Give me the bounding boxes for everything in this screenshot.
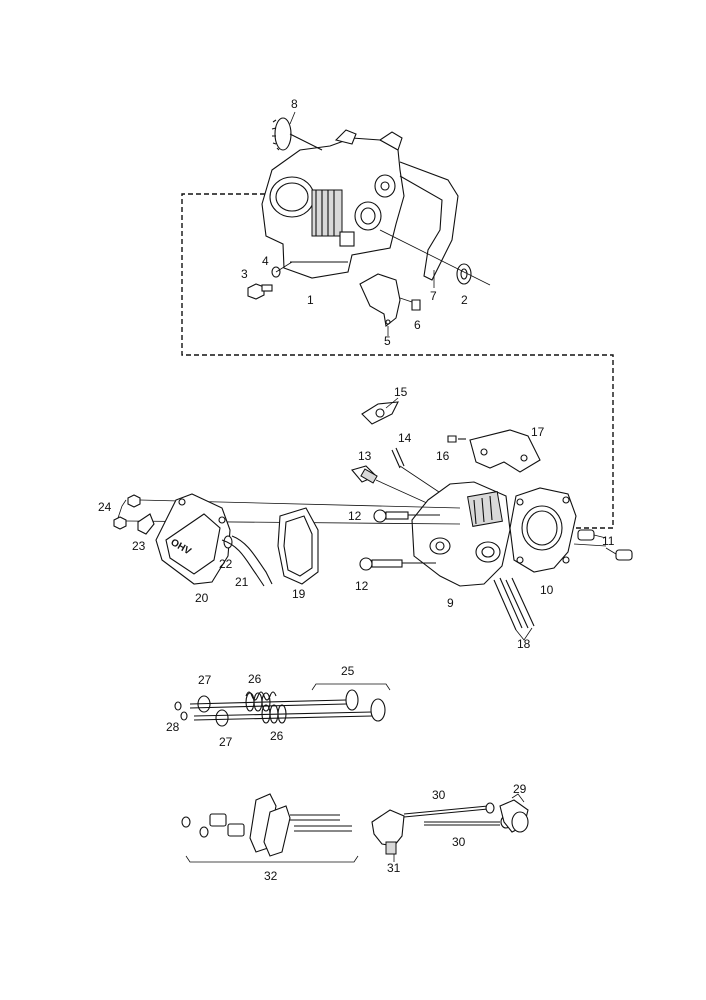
callout-32: 32 xyxy=(264,869,278,883)
callout-25: 25 xyxy=(341,664,355,678)
bolt-part-6 xyxy=(399,297,421,311)
callout-13: 13 xyxy=(358,449,372,463)
callout-15: 15 xyxy=(394,385,408,399)
callout-24: 24 xyxy=(98,500,112,514)
callout-14: 14 xyxy=(398,431,412,445)
callout-27-upper: 27 xyxy=(198,673,212,687)
callout-12-upper: 12 xyxy=(348,509,362,523)
callout-1: 1 xyxy=(307,293,314,307)
cylinder-head-part-9 xyxy=(411,481,511,587)
oil-seal-part-2 xyxy=(379,229,491,286)
cover-gasket-part-19 xyxy=(277,507,319,585)
rocker-arm-group-part-32 xyxy=(181,793,359,863)
callout-18: 18 xyxy=(517,637,531,651)
callout-8: 8 xyxy=(291,97,298,111)
callout-4: 4 xyxy=(262,254,269,268)
head-bolt-part-12-upper xyxy=(373,509,440,523)
insulator-gasket-part-15 xyxy=(361,397,399,425)
drain-bolt-part-3 xyxy=(247,283,273,300)
tappet-part-29 xyxy=(485,793,529,833)
callout-2: 2 xyxy=(461,293,468,307)
valve-group xyxy=(174,683,391,727)
callout-29: 29 xyxy=(513,782,527,796)
assembly-connection-dashed-line xyxy=(181,193,614,529)
valve-spring-part-26 xyxy=(245,691,277,701)
stud-pair-part-18 xyxy=(493,577,535,641)
nut-part-24 xyxy=(113,494,141,530)
heat-shield-part-17 xyxy=(469,429,541,473)
rocker-support-part-31 xyxy=(371,809,405,862)
callout-30-upper: 30 xyxy=(432,788,446,802)
callout-30-lower: 30 xyxy=(452,835,466,849)
callout-9: 9 xyxy=(447,596,454,610)
callout-22: 22 xyxy=(219,557,233,571)
callout-7: 7 xyxy=(430,289,437,303)
assembly-leader-c xyxy=(573,543,607,547)
callout-28: 28 xyxy=(166,720,180,734)
callout-5: 5 xyxy=(384,334,391,348)
bolt-part-16 xyxy=(447,435,466,443)
callout-3: 3 xyxy=(241,267,248,281)
callout-27-lower: 27 xyxy=(219,735,233,749)
plate-part-5 xyxy=(359,273,401,336)
callout-11: 11 xyxy=(602,534,615,548)
governor-gear-part-8 xyxy=(271,111,323,151)
valve-part-25 xyxy=(189,699,347,705)
head-gasket-part-10 xyxy=(509,487,577,573)
dowel-pin-part-11 xyxy=(577,529,633,561)
callout-21: 21 xyxy=(235,575,249,589)
callout-19: 19 xyxy=(292,587,306,601)
head-bolt-part-12-lower xyxy=(359,557,436,571)
callout-6: 6 xyxy=(414,318,421,332)
bracket-part-23 xyxy=(137,513,155,535)
callout-23: 23 xyxy=(132,539,146,553)
callout-10: 10 xyxy=(540,583,554,597)
callout-26-upper: 26 xyxy=(248,672,262,686)
callout-26-lower: 26 xyxy=(270,729,284,743)
valve-keeper-part-28 xyxy=(174,701,182,711)
valve-cover-part-20: OHV xyxy=(155,493,231,585)
breather-tube-part-21 xyxy=(221,535,273,587)
callout-12-lower: 12 xyxy=(355,579,369,593)
callout-17: 17 xyxy=(531,425,545,439)
washer-part-4 xyxy=(271,261,293,278)
push-rod-part-30 xyxy=(403,805,500,826)
crankcase-part-1 xyxy=(261,129,405,279)
callout-31: 31 xyxy=(387,861,401,875)
callout-20: 20 xyxy=(195,591,209,605)
callout-16: 16 xyxy=(436,449,450,463)
crankcase-gasket-part-7 xyxy=(399,161,459,288)
